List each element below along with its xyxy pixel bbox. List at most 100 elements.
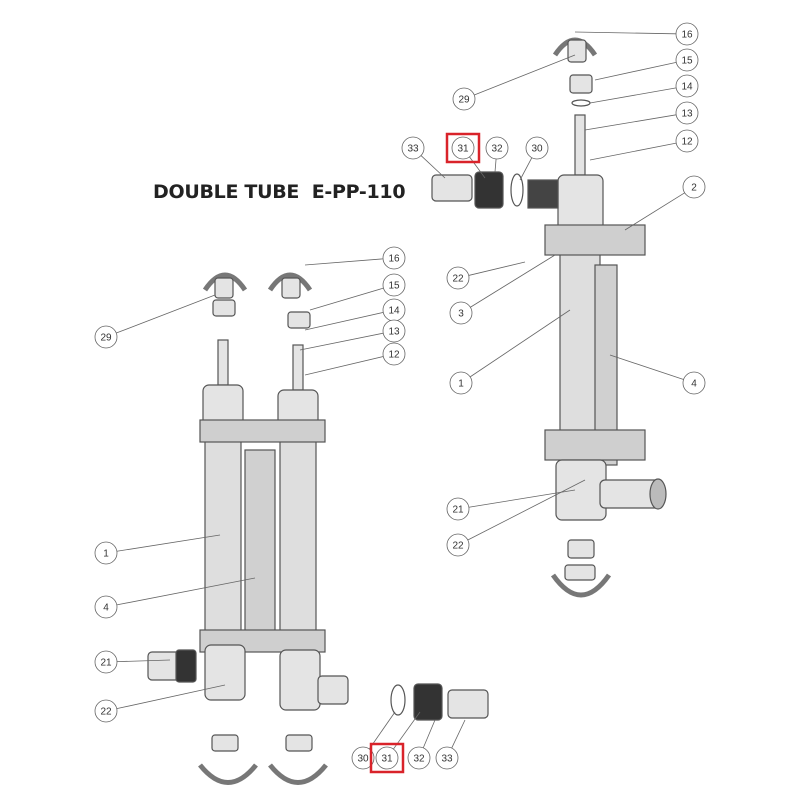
callout-number: 31	[381, 754, 393, 765]
callout-22: 22	[446, 479, 586, 557]
callout-4: 4	[94, 577, 256, 619]
callout-29: 29	[452, 54, 576, 111]
leader-line	[624, 192, 685, 231]
highlight-box	[445, 132, 481, 164]
callout-number: 29	[458, 95, 470, 106]
leader-line	[304, 312, 384, 331]
callout-33: 33	[435, 719, 466, 770]
callout-number: 21	[452, 505, 464, 516]
right-assembly	[431, 37, 667, 598]
leader-line	[116, 659, 171, 663]
callout-number: 33	[407, 144, 419, 155]
callout-circle	[435, 746, 459, 770]
callout-13: 13	[299, 319, 406, 351]
callout-number: 30	[531, 144, 543, 155]
callout-number: 22	[452, 541, 464, 552]
callout-circle	[382, 342, 406, 366]
callout-21: 21	[446, 489, 576, 521]
leader-line	[468, 261, 526, 276]
callout-circle	[446, 266, 470, 290]
leader-line	[589, 142, 677, 161]
leader-line	[304, 356, 384, 376]
leader-line	[519, 157, 533, 181]
callout-2: 2	[624, 175, 706, 231]
callout-number: 4	[103, 603, 109, 614]
callout-number: 14	[681, 82, 693, 93]
callout-31: 31	[445, 132, 486, 179]
callout-circle	[682, 175, 706, 199]
callout-circle	[675, 22, 699, 46]
callout-number: 22	[452, 274, 464, 285]
leader-line	[594, 61, 677, 81]
callout-3: 3	[449, 254, 556, 325]
leader-line	[470, 254, 556, 308]
callout-circle	[407, 746, 431, 770]
callout-12: 12	[304, 342, 406, 376]
callout-circle	[525, 136, 549, 160]
leader-line	[574, 31, 677, 35]
callout-number: 16	[681, 30, 693, 41]
leader-line	[451, 719, 466, 749]
callout-number: 29	[100, 333, 112, 344]
callout-circle	[382, 273, 406, 297]
callout-circle	[94, 650, 118, 674]
callout-circle	[449, 301, 473, 325]
callout-number: 21	[100, 658, 112, 669]
leader-line	[494, 158, 497, 173]
callout-32: 32	[407, 719, 436, 770]
loose-parts	[390, 683, 489, 721]
callout-circle	[94, 595, 118, 619]
callout-circle	[94, 541, 118, 565]
leader-line	[304, 258, 384, 266]
left-assembly	[147, 272, 349, 785]
leader-line	[584, 114, 677, 131]
callout-30: 30	[519, 136, 549, 181]
callout-circle	[451, 136, 475, 160]
callout-number: 15	[681, 56, 693, 67]
leader-line	[469, 156, 486, 179]
leader-line	[420, 155, 446, 179]
callout-21: 21	[94, 650, 171, 674]
callout-33: 33	[401, 136, 446, 179]
callout-22: 22	[94, 684, 226, 723]
callout-number: 32	[413, 754, 425, 765]
callout-circle	[401, 136, 425, 160]
callout-circle	[675, 129, 699, 153]
callout-number: 30	[357, 754, 369, 765]
leader-line	[469, 309, 571, 378]
callout-number: 31	[457, 144, 469, 155]
leader-line	[467, 479, 586, 541]
leader-line	[116, 577, 256, 606]
callout-number: 12	[388, 350, 400, 361]
callout-number: 32	[491, 144, 503, 155]
leader-line	[116, 294, 216, 334]
leader-line	[299, 332, 384, 351]
callout-circle	[94, 699, 118, 723]
callout-32: 32	[485, 136, 509, 173]
callout-circle	[675, 101, 699, 125]
callout-number: 13	[681, 109, 693, 120]
callout-circle	[675, 48, 699, 72]
callout-number: 1	[458, 379, 464, 390]
callout-number: 33	[441, 754, 453, 765]
callout-number: 13	[388, 327, 400, 338]
callout-15: 15	[309, 273, 406, 311]
callout-12: 12	[589, 129, 699, 161]
callout-13: 13	[584, 101, 699, 131]
callout-31: 31	[369, 711, 421, 774]
callout-number: 4	[691, 379, 697, 390]
callout-22: 22	[446, 261, 526, 290]
callout-number: 15	[388, 281, 400, 292]
callout-number: 1	[103, 549, 109, 560]
callout-14: 14	[589, 74, 699, 104]
leader-line	[609, 354, 684, 380]
callout-circle	[682, 371, 706, 395]
leader-line	[116, 684, 226, 710]
callout-number: 14	[388, 306, 400, 317]
leader-line	[116, 534, 221, 552]
callout-16: 16	[304, 246, 406, 270]
callout-4: 4	[609, 354, 706, 395]
